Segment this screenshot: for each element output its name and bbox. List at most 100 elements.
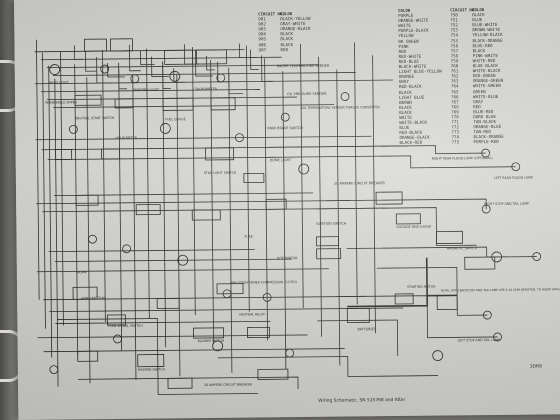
circuit-number: 751: [450, 17, 458, 23]
component-symbol: [100, 64, 110, 74]
component-box: [436, 294, 458, 310]
table-header: COLOR: [280, 11, 293, 17]
wire: [146, 48, 150, 319]
wire: [346, 246, 537, 258]
circuit-number: 904: [258, 31, 266, 37]
component-symbol: [159, 123, 171, 134]
wire-color: BLACK-WHITE: [398, 63, 427, 70]
wire: [140, 50, 155, 66]
starting-motor-label: STARTING MOTOR: [407, 285, 436, 289]
hazard-label: HAZARD SWITCH: [138, 367, 166, 371]
circuit-number: 772: [451, 124, 459, 130]
circuit-number: 775: [451, 139, 460, 145]
wire: [36, 39, 40, 300]
wire-color: RED-WHITE: [398, 53, 422, 59]
component-box: [55, 149, 73, 160]
wire-color: TAN-RED: [473, 129, 492, 135]
circuit-number: 753: [450, 27, 458, 33]
component-symbol: [491, 251, 503, 263]
wire-color: PURPLE: [398, 12, 414, 19]
wire: [184, 44, 199, 65]
dome-light-label: DOME LIGHT: [270, 158, 293, 162]
component-symbol: [262, 292, 272, 302]
circuit-number: 761: [450, 68, 459, 74]
component-box: [436, 230, 463, 244]
wire-color: BLACK: [398, 89, 412, 95]
component-symbol: [298, 163, 310, 175]
component-symbol: [216, 73, 226, 83]
circuit-number: 773: [451, 129, 460, 135]
component-box: [395, 213, 421, 225]
component-box: [162, 97, 194, 111]
circuit-number: 758: [450, 53, 459, 59]
circuit-number: 763: [450, 78, 459, 84]
neutral-start-label: NEUTRAL START SWITCH: [75, 116, 115, 120]
component-box: [464, 256, 496, 270]
component-box: [243, 172, 265, 184]
component-symbol: [130, 74, 140, 84]
circuit-number: 762: [450, 73, 459, 79]
component-box: [216, 283, 244, 295]
component-symbol: [532, 252, 542, 261]
air-compressor-label: AIR CONDITIONER COMPRESSOR CLUTCH: [231, 280, 298, 285]
wire: [42, 52, 46, 329]
component-symbol: [177, 254, 189, 266]
wire-color: BLACK: [280, 31, 294, 37]
wire-color: ORANGE: [398, 74, 414, 80]
component-box: [191, 209, 221, 221]
wire: [173, 68, 185, 83]
component-symbol: [493, 332, 502, 342]
wire-color: DK GREEN: [398, 38, 419, 44]
wire: [54, 192, 314, 196]
magnetic-switch-label: MAGNETIC SWITCH: [447, 246, 478, 250]
circuit-number: 754: [450, 32, 458, 38]
wire: [129, 44, 141, 72]
circuit-number: 907: [258, 47, 267, 53]
wire: [40, 89, 260, 93]
left-tail-light-label: LEFT STOP AND TAIL LAMP: [458, 338, 500, 342]
wire-color: BROWN: [399, 99, 412, 105]
wire: [118, 68, 127, 90]
circuit-number: 750: [450, 12, 458, 18]
wire: [336, 69, 341, 366]
component-symbol: [222, 289, 232, 299]
component-box: [75, 194, 99, 206]
wire: [35, 135, 372, 141]
park-brake-label: PARK BRAKE SWITCH: [267, 126, 303, 130]
table-header: COLOR: [472, 7, 485, 13]
wire: [54, 78, 59, 387]
component-symbol: [113, 334, 122, 344]
component-symbol: [212, 340, 224, 352]
wire-color: BLACK-RED: [399, 140, 423, 146]
wire: [40, 56, 282, 61]
circuit-number: 769: [451, 109, 459, 115]
table-header: CIRCUIT NO.: [450, 7, 477, 13]
component-symbol: [235, 133, 244, 143]
wire: [337, 295, 498, 339]
circuit-number: 752: [450, 22, 458, 28]
wire-color: WHITE-BLACK: [472, 68, 501, 74]
wire: [162, 62, 171, 89]
wire: [318, 56, 322, 337]
wire-color: BLACK-ORANGE: [473, 134, 504, 140]
circuit-number: 755: [450, 37, 459, 43]
left-flood-label: LEFT REAR FLOOD LAMP: [494, 176, 533, 180]
wire: [246, 45, 250, 312]
component-box: [196, 49, 228, 65]
wire: [34, 79, 393, 85]
component-layer: [49, 38, 542, 389]
table-header: COLOR: [398, 7, 411, 13]
wire-color: PINK-WHITE: [472, 52, 498, 59]
